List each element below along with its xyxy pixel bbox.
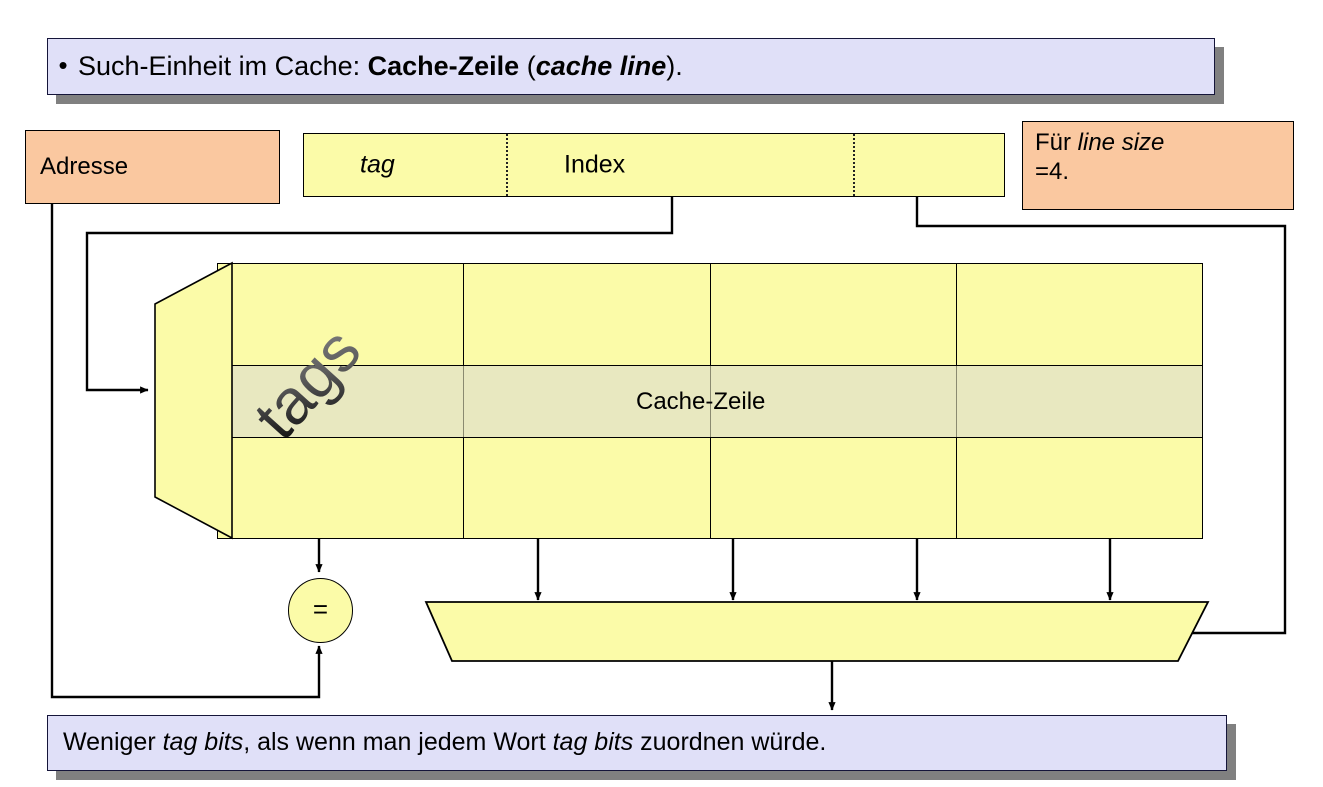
cache-grid-row (217, 438, 1203, 539)
top-banner-part-1: Cache-Zeile (367, 50, 520, 81)
cache-grid-row (217, 263, 1203, 365)
cache-cell (463, 438, 709, 538)
line-size-note-box: Für line size =4. (1022, 121, 1294, 210)
top-banner-part-3: cache line (535, 50, 667, 81)
comparator-label: = (312, 593, 329, 624)
comparator-equals: = (288, 578, 353, 643)
cache-cell (709, 366, 956, 437)
note-italic: line size (1077, 129, 1165, 156)
address-label-text: Adresse (40, 153, 129, 180)
offset-wire (915, 197, 1287, 637)
bottom-banner-part-3: tag bits (552, 728, 634, 757)
note-line2: =4. (1035, 158, 1070, 186)
index-wire (85, 197, 674, 394)
address-field-tag-label: tag (360, 150, 395, 179)
top-banner-part-4: ). (666, 50, 683, 81)
top-banner-text: Such-Einheit im Cache: Cache-Zeile (cach… (78, 50, 683, 82)
cache-cell (709, 264, 956, 365)
line-size-note-text: Für line size =4. (1023, 128, 1164, 187)
bottom-banner-part-1: tag bits (162, 728, 244, 757)
address-divider-index-offset (853, 134, 855, 196)
cache-cell (955, 438, 1202, 538)
cache-line-label: Cache-Zeile (636, 388, 766, 415)
bottom-banner: Weniger tag bits, als wenn man jedem Wor… (47, 715, 1227, 771)
cache-cell (955, 366, 1202, 437)
address-tag-wire (50, 204, 323, 699)
top-banner-part-0: Such-Einheit im Cache: (78, 50, 368, 81)
tags-label: tags (240, 314, 374, 452)
address-field-bar: tag Index (303, 133, 1005, 197)
bullet-icon: • (58, 49, 68, 80)
cache-cell (709, 438, 956, 538)
address-field-index-label: Index (564, 150, 626, 179)
bottom-banner-part-4: zuordnen würde. (633, 728, 827, 757)
bottom-banner-text: Weniger tag bits, als wenn man jedem Wor… (48, 729, 826, 757)
address-label-box: Adresse (25, 130, 280, 204)
cache-grid-row-highlighted (217, 365, 1203, 438)
bottom-banner-part-2: , als wenn man jedem Wort (243, 728, 553, 757)
address-divider-tag-index (506, 134, 508, 196)
cache-cell (955, 264, 1202, 365)
top-banner-part-2: ( (519, 50, 536, 81)
top-banner: • Such-Einheit im Cache: Cache-Zeile (ca… (47, 38, 1215, 95)
cache-grid: Cache-Zeile (217, 263, 1203, 539)
multiplexer-shape (424, 601, 1210, 662)
tags-block-shape (154, 261, 233, 540)
cache-cell (463, 264, 709, 365)
bottom-banner-part-0: Weniger (63, 728, 163, 757)
note-prefix: Für (1035, 129, 1078, 156)
cache-cell (463, 366, 709, 437)
